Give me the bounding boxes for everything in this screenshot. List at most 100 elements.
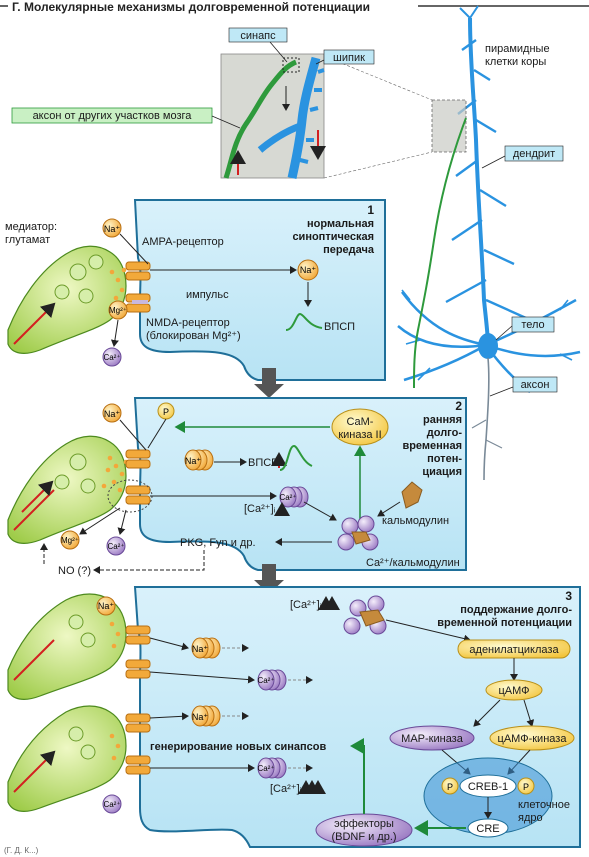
spine-label: шипик [333,52,365,64]
svg-text:CREB-1: CREB-1 [468,781,508,793]
svg-text:киназа II: киназа II [338,429,381,441]
map-kinase [389,725,475,751]
na-ion-1b [297,259,319,281]
soma-label: тело [521,319,544,331]
soma [478,333,498,359]
svg-text:Na⁺: Na⁺ [192,712,209,722]
camp [485,679,543,701]
svg-text:Na⁺: Na⁺ [185,456,202,466]
epsp-label-2: ВПСП [248,457,279,469]
ca-stack-3a [257,669,287,691]
presynaptic-terminal-3a [7,593,127,700]
svg-text:ранняя: ранняя [423,414,462,426]
svg-text:кальмодулин: кальмодулин [382,515,449,527]
svg-text:АМРА-рецептор: АМРА-рецептор [142,236,224,248]
svg-text:временной потенциации: временной потенциации [437,617,572,629]
svg-text:(блокирован Mg²⁺): (блокирован Mg²⁺) [146,330,241,342]
na-stack-2 [184,449,214,471]
ca-stack-3b [257,757,287,779]
svg-text:клеточное: клеточное [518,799,570,811]
svg-text:Na⁺: Na⁺ [104,409,121,419]
svg-text:ядро: ядро [518,812,543,824]
svg-text:P: P [523,782,529,792]
svg-text:Mg²⁺: Mg²⁺ [109,306,127,315]
svg-text:цАМФ: цАМФ [498,685,529,697]
svg-text:P: P [163,407,169,417]
svg-text:NO (?): NO (?) [58,565,91,577]
panel-2: P Na⁺ Na⁺ ВПСП CaM- киназа II Ca²⁺ [Ca²⁺ [7,397,467,577]
apical-dendrite [468,17,490,346]
svg-text:эффекторы: эффекторы [334,818,394,830]
svg-text:цАМФ-киназа: цАМФ-киназа [498,733,568,745]
svg-text:(BDNF и др.): (BDNF и др.) [331,831,396,843]
svg-text:поддержание долго-: поддержание долго- [460,604,572,616]
svg-text:Ca²⁺/кальмодулин: Ca²⁺/кальмодулин [366,557,460,569]
footer-code: (Г. Д. К...) [4,846,39,855]
svg-text:Ca²⁺: Ca²⁺ [257,676,274,685]
ampa-receptor-1 [125,261,151,281]
presynaptic-terminal-2 [7,435,127,544]
svg-text:Mg²⁺: Mg²⁺ [61,536,79,545]
svg-text:медиатор:: медиатор: [5,221,57,233]
nmda-receptor-1 [125,293,151,313]
ca-calmodulin-complex-3 [343,595,387,635]
svg-text:CaM-: CaM- [347,416,374,428]
svg-text:циация: циация [422,466,462,478]
svg-text:передача: передача [323,244,375,256]
na-stack-3b [191,705,221,727]
cell-axon [483,357,490,481]
svg-text:глутамат: глутамат [5,234,50,246]
svg-text:синоптическая: синоптическая [292,231,374,243]
svg-text:2: 2 [455,399,462,413]
svg-text:МАР-киназа: МАР-киназа [401,733,464,745]
neuron-overview [220,5,581,481]
svg-text:аденилатциклаза: аденилатциклаза [469,644,559,656]
panel-3: Na⁺ Ca²⁺ Na⁺ Ca²⁺ Na⁺ [7,586,581,848]
svg-text:Ca²⁺: Ca²⁺ [103,800,120,809]
svg-text:Ca²⁺: Ca²⁺ [257,764,274,773]
svg-text:Na⁺: Na⁺ [104,224,121,234]
presynaptic-terminal-1 [7,245,127,354]
figure-title: Г. Молекулярные механизмы долговременной… [12,0,370,14]
epsp-trace-1 [285,312,323,331]
svg-text:3: 3 [565,589,572,603]
panel-1: Na⁺ Mg²⁺ Ca²⁺ Na⁺ ВПСП 1 нормальная сино… [5,199,386,381]
svg-text:Na⁺: Na⁺ [98,601,115,611]
svg-text:[Ca²⁺]ᵢ: [Ca²⁺]ᵢ [270,783,302,795]
svg-text:1: 1 [367,203,374,217]
na-ion-1 [102,218,122,238]
inset-dendrite [287,56,321,179]
svg-text:CRE: CRE [476,823,499,835]
mg-ion-1 [108,300,128,320]
synapse-label: синапс [240,30,276,42]
svg-text:Ca²⁺: Ca²⁺ [107,542,124,551]
axon-other-label: аксон от других участков мозга [33,110,193,122]
calmodulin-icon [401,481,423,509]
pyramidal-label-2: клетки коры [485,56,546,68]
pyramidal-label-1: пирамидные [485,43,550,55]
ca-calmodulin-complex [337,515,379,551]
dendrite-label: дендрит [513,148,555,160]
na-stack-3a [191,637,221,659]
epsp-label-1: ВПСП [324,321,355,333]
svg-text:генерирование новых синапсов: генерирование новых синапсов [150,741,327,753]
svg-text:импульс: импульс [186,289,229,301]
svg-text:потен-: потен- [427,453,462,465]
svg-text:[Ca²⁺]ᵢ: [Ca²⁺]ᵢ [290,599,322,611]
svg-text:NMDA-рецептор: NMDA-рецептор [146,317,230,329]
svg-text:нормальная: нормальная [307,218,374,230]
svg-text:PKG, Fyn и др.: PKG, Fyn и др. [180,537,256,549]
svg-text:P: P [447,782,453,792]
svg-text:Ca²⁺: Ca²⁺ [103,353,120,362]
svg-text:временная: временная [402,440,462,452]
camk-ii [331,408,389,446]
ca-ion-1 [102,347,122,367]
svg-text:Ca²⁺: Ca²⁺ [279,493,296,502]
step-arrow-1 [254,368,284,398]
axon-label: аксон [521,379,550,391]
svg-text:Na⁺: Na⁺ [300,265,317,275]
svg-text:[Ca²⁺]ᵢ: [Ca²⁺]ᵢ [244,503,276,515]
svg-text:долго-: долго- [427,427,463,439]
cre [467,818,509,838]
